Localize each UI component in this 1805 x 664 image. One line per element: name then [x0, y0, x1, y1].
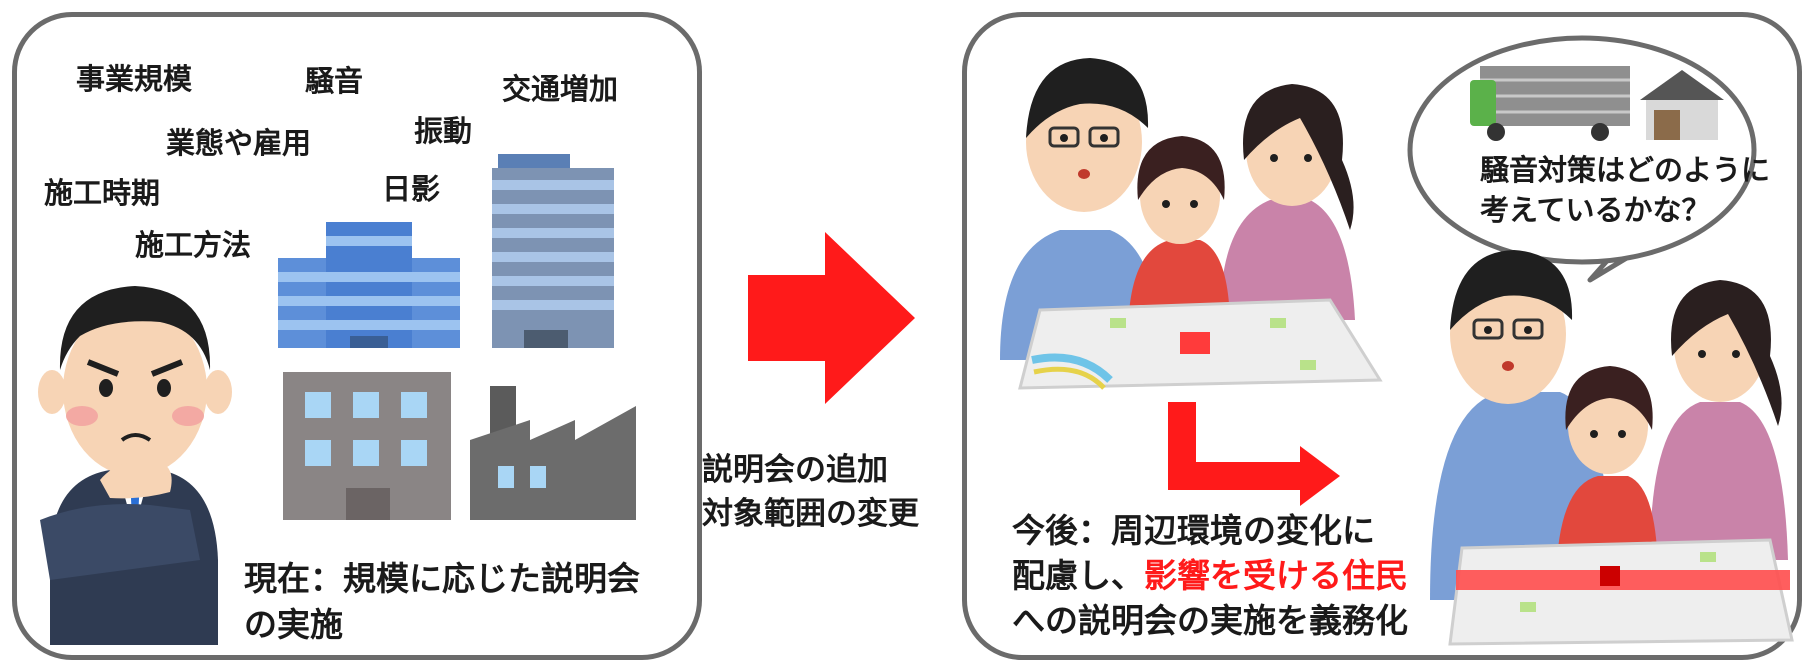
family-with-map-icon	[1000, 58, 1383, 390]
current-caption: 現在：規模に応じた説明会 の実施	[244, 556, 640, 648]
future-caption-line1: 今後：周辺環境の変化に	[1012, 511, 1375, 550]
future-caption-line2a: 配慮し、	[1012, 556, 1144, 595]
transition-arrow-icon	[748, 232, 915, 404]
keyword-traffic-increase: 交通増加	[502, 72, 619, 106]
transition-label-line2: 対象範囲の変更	[702, 496, 919, 532]
keyword-shadow: 日影	[382, 172, 441, 206]
speech-line2: 考えているかな？	[1480, 193, 1711, 227]
thinking-businessman-icon	[38, 286, 232, 645]
tower-building-icon	[492, 154, 614, 348]
transition-label: 説明会の追加 対象範囲の変更	[702, 448, 919, 536]
factory-icon	[470, 386, 636, 520]
affected-residents-highlight: 影響を受ける住民	[1144, 556, 1408, 595]
keyword-vibration: 振動	[414, 114, 473, 148]
keyword-noise: 騒音	[305, 64, 364, 98]
transition-label-line1: 説明会の追加	[702, 452, 888, 488]
family-with-red-zone-map-icon	[1430, 250, 1794, 646]
keyword-business-scale: 事業規模	[76, 62, 193, 96]
speech-line1: 騒音対策はどのように	[1480, 153, 1771, 187]
keyword-construction-method: 施工方法	[135, 228, 252, 262]
elbow-arrow-icon	[1168, 402, 1340, 506]
future-caption-line3: への説明会の実施を義務化	[1012, 601, 1408, 640]
keyword-business-type-employment: 業態や雇用	[166, 126, 312, 160]
speech-bubble-text: 騒音対策はどのように 考えているかな？	[1480, 150, 1770, 230]
keyword-construction-period: 施工時期	[44, 176, 161, 210]
future-caption-line2: 配慮し、影響を受ける住民	[1012, 553, 1408, 598]
truck-icon	[1470, 66, 1630, 141]
current-caption-line1: 現在：規模に応じた説明会	[244, 559, 640, 598]
apartment-building-icon	[283, 372, 451, 520]
house-icon	[1640, 70, 1724, 140]
office-building-icon	[278, 222, 460, 348]
current-caption-line2: の実施	[244, 605, 343, 644]
future-caption: 今後：周辺環境の変化に 配慮し、影響を受ける住民 への説明会の実施を義務化	[1012, 508, 1408, 643]
